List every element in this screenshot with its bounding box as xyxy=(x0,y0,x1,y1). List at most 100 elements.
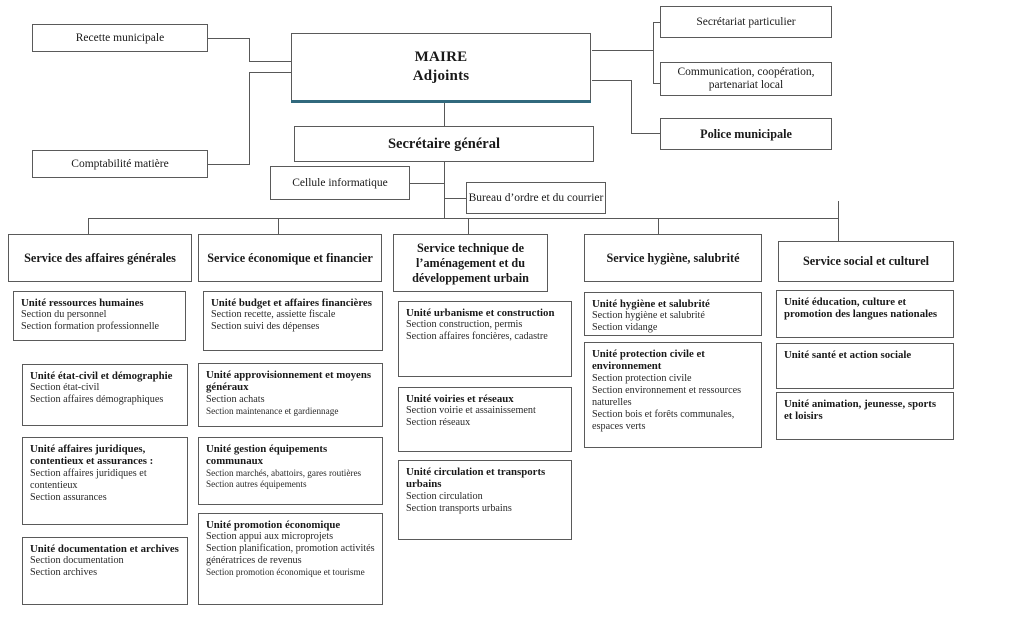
unit-title: Unité ressources humaines xyxy=(21,297,144,309)
bureau-ordre-courrier-label: Bureau d’ordre et du courrier xyxy=(468,191,604,204)
box-comptabilite-matiere[interactable]: Comptabilité matière xyxy=(32,150,208,178)
unit-title: Unité affaires juridiques, contentieux e… xyxy=(30,443,154,468)
secretariat-particulier-label: Secrétariat particulier xyxy=(696,15,796,28)
service-economique-financier-label: Service économique et financier xyxy=(207,250,373,265)
unit-hygiene-salubrite[interactable]: Unité hygiène et salubrité Section hygiè… xyxy=(584,292,762,336)
connector-bus-drop-5 xyxy=(838,201,839,241)
connector-compta-v xyxy=(249,72,250,165)
unit-section: Section état-civil xyxy=(30,382,100,394)
unit-approvisionnement-moyens-generaux[interactable]: Unité approvisionnement et moyens généra… xyxy=(198,363,383,427)
box-communication-cooperation[interactable]: Communication, coopération, partenariat … xyxy=(660,62,832,96)
comptabilite-matiere-label: Comptabilité matière xyxy=(71,157,169,170)
unit-circulation-transports-urbains[interactable]: Unité circulation et transports urbains … xyxy=(398,460,572,540)
unit-section: Section transports urbains xyxy=(406,502,512,514)
box-bureau-ordre-courrier[interactable]: Bureau d’ordre et du courrier xyxy=(466,182,606,214)
connector-communication-h xyxy=(653,83,661,84)
unit-section: Section construction, permis xyxy=(406,319,523,331)
connector-cellule-h xyxy=(409,183,445,184)
maire-label: MAIRE xyxy=(414,49,468,65)
unit-section: Section suivi des dépenses xyxy=(211,321,320,333)
box-service-affaires-generales[interactable]: Service des affaires générales xyxy=(8,234,192,282)
service-technique-label: Service technique de l’aménagement et du… xyxy=(412,240,529,285)
box-cellule-informatique[interactable]: Cellule informatique xyxy=(270,166,410,200)
connector-maire-right-h xyxy=(592,50,654,51)
connector-service-bus xyxy=(88,218,838,219)
connector-bus-drop-1 xyxy=(88,218,89,234)
unit-title: Unité promotion économique xyxy=(206,519,341,531)
unit-section: Section appui aux microprojets xyxy=(206,531,334,543)
adjoints-label: Adjoints xyxy=(412,68,470,84)
unit-title: Unité hygiène et salubrité xyxy=(592,298,710,310)
box-service-economique-financier[interactable]: Service économique et financier xyxy=(198,234,382,282)
box-service-hygiene-salubrite[interactable]: Service hygiène, salubrité xyxy=(584,234,762,282)
unit-gestion-equipements-communaux[interactable]: Unité gestion équipements communaux Sect… xyxy=(198,437,383,505)
unit-etat-civil-demographie[interactable]: Unité état-civil et démographie Section … xyxy=(22,364,188,426)
box-police-municipale[interactable]: Police municipale xyxy=(660,118,832,150)
connector-compta-h2 xyxy=(249,72,294,73)
unit-section: Section recette, assiette fiscale xyxy=(211,309,336,321)
connector-bus-drop-3 xyxy=(468,218,469,234)
connector-recette-h2 xyxy=(249,61,294,62)
service-social-culturel-label: Service social et culturel xyxy=(802,254,929,268)
connector-compta-h xyxy=(208,164,250,165)
connector-maire-right-v xyxy=(653,22,654,84)
unit-documentation-archives[interactable]: Unité documentation et archives Section … xyxy=(22,537,188,605)
box-maire[interactable]: MAIRE Adjoints xyxy=(291,33,591,101)
unit-section: Section affaires démographiques xyxy=(30,394,164,406)
unit-title: Unité approvisionnement et moyens généra… xyxy=(206,369,372,394)
unit-promotion-economique[interactable]: Unité promotion économique Section appui… xyxy=(198,513,383,605)
unit-section: Section promotion économique et tourisme xyxy=(206,567,365,578)
connector-bus-drop-4 xyxy=(658,218,659,234)
connector-police-v xyxy=(631,80,632,134)
unit-section: Section documentation xyxy=(30,555,124,567)
connector-maire-sg xyxy=(444,101,445,126)
box-recette-municipale[interactable]: Recette municipale xyxy=(32,24,208,52)
unit-title: Unité état-civil et démographie xyxy=(30,370,173,382)
service-affaires-generales-label: Service des affaires générales xyxy=(24,250,176,265)
box-service-social-culturel[interactable]: Service social et culturel xyxy=(778,241,954,282)
unit-title: Unité urbanisme et construction xyxy=(406,307,555,319)
unit-section: Section bois et forêts communales, espac… xyxy=(592,408,735,432)
unit-budget-affaires-financieres[interactable]: Unité budget et affaires financières Sec… xyxy=(203,291,383,351)
unit-affaires-juridiques[interactable]: Unité affaires juridiques, contentieux e… xyxy=(22,437,188,525)
unit-voiries-reseaux[interactable]: Unité voiries et réseaux Section voirie … xyxy=(398,387,572,452)
unit-section: Section vidange xyxy=(592,322,658,334)
unit-section: Section environnement et ressources natu… xyxy=(592,384,742,408)
unit-protection-civile-environnement[interactable]: Unité protection civile et environnement… xyxy=(584,342,762,448)
connector-bureau-h xyxy=(444,198,466,199)
unit-education-culture-langues[interactable]: Unité éducation, culture et promotion de… xyxy=(776,290,954,338)
unit-title: Unité animation, jeunesse, sports et loi… xyxy=(784,398,937,423)
unit-ressources-humaines[interactable]: Unité ressources humaines Section du per… xyxy=(13,291,186,341)
unit-animation-jeunesse-sports-loisirs[interactable]: Unité animation, jeunesse, sports et loi… xyxy=(776,392,954,440)
service-hygiene-salubrite-label: Service hygiène, salubrité xyxy=(606,250,740,265)
connector-police-h2 xyxy=(631,133,661,134)
unit-title: Unité budget et affaires financières xyxy=(211,297,372,309)
unit-section: Section assurances xyxy=(30,491,107,503)
box-secretaire-general[interactable]: Secrétaire général xyxy=(294,126,594,162)
recette-municipale-label: Recette municipale xyxy=(75,31,165,44)
unit-sante-action-sociale[interactable]: Unité santé et action sociale xyxy=(776,343,954,389)
unit-title: Unité circulation et transports urbains xyxy=(406,466,546,491)
unit-urbanisme-construction[interactable]: Unité urbanisme et construction Section … xyxy=(398,301,572,377)
unit-title: Unité gestion équipements communaux xyxy=(206,443,328,468)
unit-title: Unité voiries et réseaux xyxy=(406,393,514,405)
unit-section: Section réseaux xyxy=(406,417,471,429)
connector-recette-h xyxy=(208,38,250,39)
unit-section: Section planification, promotion activit… xyxy=(206,543,375,567)
maire-accent-underline xyxy=(291,100,591,103)
box-secretariat-particulier[interactable]: Secrétariat particulier xyxy=(660,6,832,38)
unit-section: Section protection civile xyxy=(592,372,692,384)
unit-section: Section autres équipements xyxy=(206,478,307,489)
unit-section: Section hygiène et salubrité xyxy=(592,310,705,322)
unit-section: Section affaires foncières, cadastre xyxy=(406,331,548,343)
connector-sg-trunk xyxy=(444,162,445,218)
cellule-informatique-label: Cellule informatique xyxy=(292,176,388,189)
unit-title: Unité documentation et archives xyxy=(30,543,179,555)
connector-police-h xyxy=(592,80,632,81)
unit-section: Section maintenance et gardiennage xyxy=(206,405,339,416)
unit-section: Section archives xyxy=(30,567,98,579)
unit-section: Section achats xyxy=(206,393,265,405)
box-service-technique[interactable]: Service technique de l’aménagement et du… xyxy=(393,234,548,292)
connector-secretariat-h xyxy=(653,22,661,23)
